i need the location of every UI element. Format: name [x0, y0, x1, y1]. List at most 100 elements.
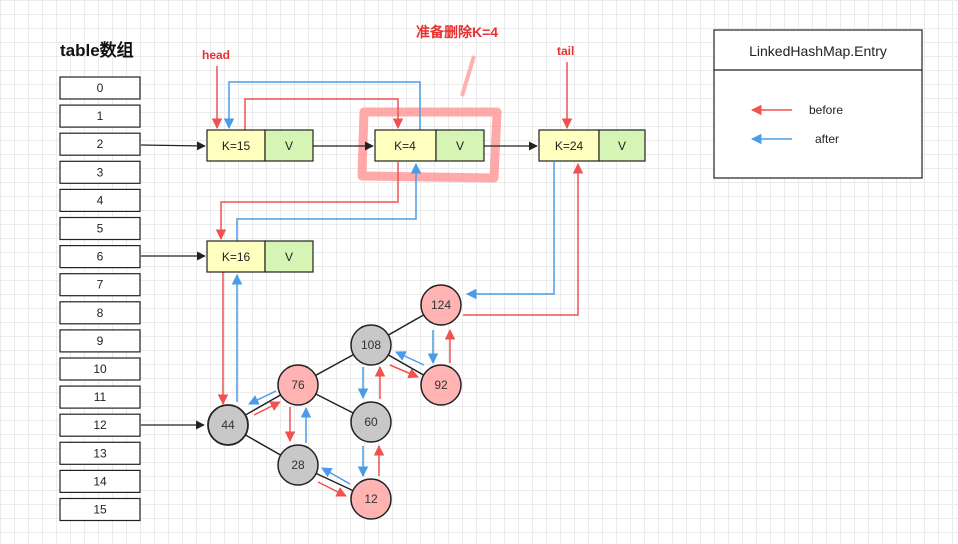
after-arrow-76-44	[248, 390, 277, 405]
entry-k24: K=24 V	[538, 129, 646, 162]
entry-k15-value: V	[285, 139, 293, 153]
tree-edges	[227, 304, 442, 500]
tree-node-44: 44	[207, 404, 249, 446]
table-slot-index-9: 9	[97, 334, 104, 348]
entry-k16: K=16 V	[206, 240, 314, 273]
table-slot-3	[59, 160, 141, 184]
entry-k4: K=4 V	[374, 129, 485, 162]
node-92-label: 92	[434, 378, 448, 392]
after-arrow-12-28	[321, 467, 351, 485]
table-slot-index-14: 14	[93, 474, 107, 488]
tail-label: tail	[557, 44, 574, 58]
delete-note: 准备删除K=4	[416, 24, 498, 40]
entry-k24-key: K=24	[555, 139, 584, 153]
entry-k24-value: V	[618, 139, 626, 153]
entry-k15-value-cell	[264, 129, 314, 162]
node-108-circle	[350, 324, 392, 366]
table-slot-2	[59, 132, 141, 156]
table-slot-index-5: 5	[97, 222, 104, 236]
table-title: table数组	[60, 40, 134, 60]
after-arrow-tail-to-124	[465, 162, 555, 300]
table-slot-7	[59, 273, 141, 297]
table-slot-index-1: 1	[97, 109, 104, 123]
legend-before-label: before	[809, 103, 843, 117]
entry-k15-key: K=15	[222, 139, 251, 153]
before-arrow-16-to-4	[215, 162, 399, 241]
table-slot-10	[59, 357, 141, 381]
table-slot-6	[59, 245, 141, 269]
node-124-circle	[420, 284, 462, 326]
table-slot-index-10: 10	[93, 362, 107, 376]
node-60-label: 60	[364, 415, 378, 429]
table-slot-index-15: 15	[93, 503, 107, 517]
entry-k4-value: V	[456, 139, 464, 153]
after-arrow-15-to-4-top	[223, 81, 421, 130]
tree-node-124: 124	[420, 284, 462, 326]
table-slot-index-6: 6	[97, 250, 104, 264]
after-arrow-4-to-16	[236, 162, 422, 241]
entry-k24-key-cell	[538, 129, 600, 162]
node-44-label: 44	[221, 418, 235, 432]
table-slot-13	[59, 441, 141, 465]
before-arrow-4-to-15	[244, 98, 404, 130]
table-slot-index-2: 2	[97, 137, 104, 151]
table-slot-5	[59, 216, 141, 241]
node-76-label: 76	[291, 378, 305, 392]
table-slot-index-11: 11	[94, 390, 107, 404]
before-arrow-24-to-124	[463, 162, 584, 316]
entry-k24-value-cell	[598, 129, 646, 162]
entry-k4-key-cell	[374, 129, 437, 162]
node-28-circle	[277, 444, 319, 486]
table-slot-index-7: 7	[97, 278, 104, 292]
entry-k4-key: K=4	[394, 139, 416, 153]
node-60-circle	[350, 401, 392, 443]
table-slot-index-3: 3	[97, 165, 104, 179]
tree-node-108: 108	[350, 324, 392, 366]
node-44-circle	[207, 404, 249, 446]
delete-pointer-line	[460, 55, 476, 97]
delete-highlight	[357, 107, 502, 183]
table-slot-index-8: 8	[97, 306, 104, 320]
table-slot-index-0: 0	[97, 81, 104, 95]
tree-node-28: 28	[277, 444, 319, 486]
entry-k16-key: K=16	[222, 250, 251, 264]
table-slot-index-12: 12	[93, 418, 107, 432]
legend: LinkedHashMap.Entry before after	[713, 29, 923, 179]
before-arrow-44-76	[253, 401, 281, 416]
node-92-circle	[420, 364, 462, 406]
legend-box	[713, 29, 923, 179]
table-slot-15	[59, 497, 141, 522]
legend-title: LinkedHashMap.Entry	[749, 43, 887, 59]
node-28-label: 28	[291, 458, 305, 472]
after-arrow-92-108	[395, 351, 425, 366]
table-slot-0	[59, 76, 141, 100]
tree-node-92: 92	[420, 364, 462, 406]
table-slot-8	[59, 301, 141, 325]
legend-after-label: after	[815, 132, 839, 146]
table-slot-12	[59, 413, 141, 437]
node-12-label: 12	[364, 492, 378, 506]
table-slot-11	[59, 385, 141, 409]
before-arrow-28-12	[317, 481, 347, 497]
node-76-circle	[277, 364, 319, 406]
head-label: head	[202, 48, 230, 62]
before-arrow-108-92	[389, 364, 419, 379]
node-12-circle	[350, 478, 392, 520]
entry-k16-value-cell	[264, 240, 314, 273]
node-108-label: 108	[361, 338, 381, 352]
table-slot-1	[59, 104, 141, 128]
entry-k16-value: V	[285, 250, 293, 264]
table-slot-9	[59, 329, 141, 353]
tree-node-12: 12	[350, 478, 392, 520]
tree-node-76: 76	[277, 364, 319, 406]
table-slot-index-13: 13	[93, 446, 107, 460]
entry-k15: K=15 V	[206, 129, 314, 162]
bucket2-link	[140, 141, 206, 151]
table-slot-14	[59, 469, 141, 493]
entry-k4-value-cell	[435, 129, 485, 162]
node-124-label: 124	[431, 298, 451, 312]
table-slot-4	[59, 188, 141, 212]
tree-node-60: 60	[350, 401, 392, 443]
